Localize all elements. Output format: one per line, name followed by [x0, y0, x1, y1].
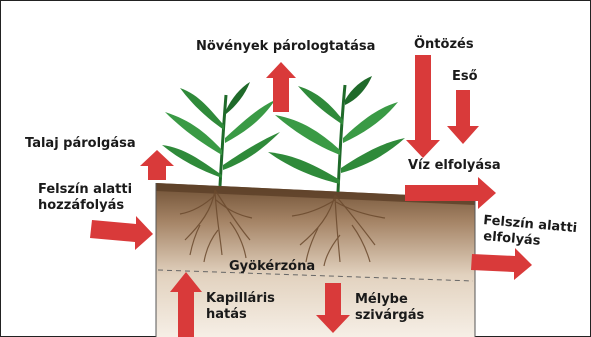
label-subsurface-inflow-line1: Felszín alatti	[38, 182, 132, 198]
label-subsurface-inflow-line2: hozzáfolyás	[38, 198, 124, 214]
label-plant-transpiration: Növények párologtatása	[196, 39, 375, 55]
label-runoff: Víz elfolyása	[408, 158, 501, 174]
label-capillary-line1: Kapilláris	[206, 291, 275, 307]
arrow-subsurface-inflow	[90, 216, 153, 250]
arrow-irrigation	[406, 55, 440, 158]
label-root-zone: Gyökérzóna	[229, 259, 315, 275]
label-rain: Eső	[452, 69, 478, 85]
arrow-subsurface-outflow	[471, 248, 532, 280]
arrow-rain	[447, 90, 479, 144]
arrow-soil-evaporation	[140, 150, 174, 180]
plant-left	[162, 82, 280, 186]
label-deep-percolation-line1: Mélybe	[355, 292, 408, 308]
label-deep-percolation-line2: szivárgás	[355, 308, 424, 324]
label-irrigation: Öntözés	[414, 37, 474, 53]
label-capillary-line2: hatás	[206, 307, 247, 323]
label-soil-evaporation: Talaj párolgása	[25, 136, 136, 152]
